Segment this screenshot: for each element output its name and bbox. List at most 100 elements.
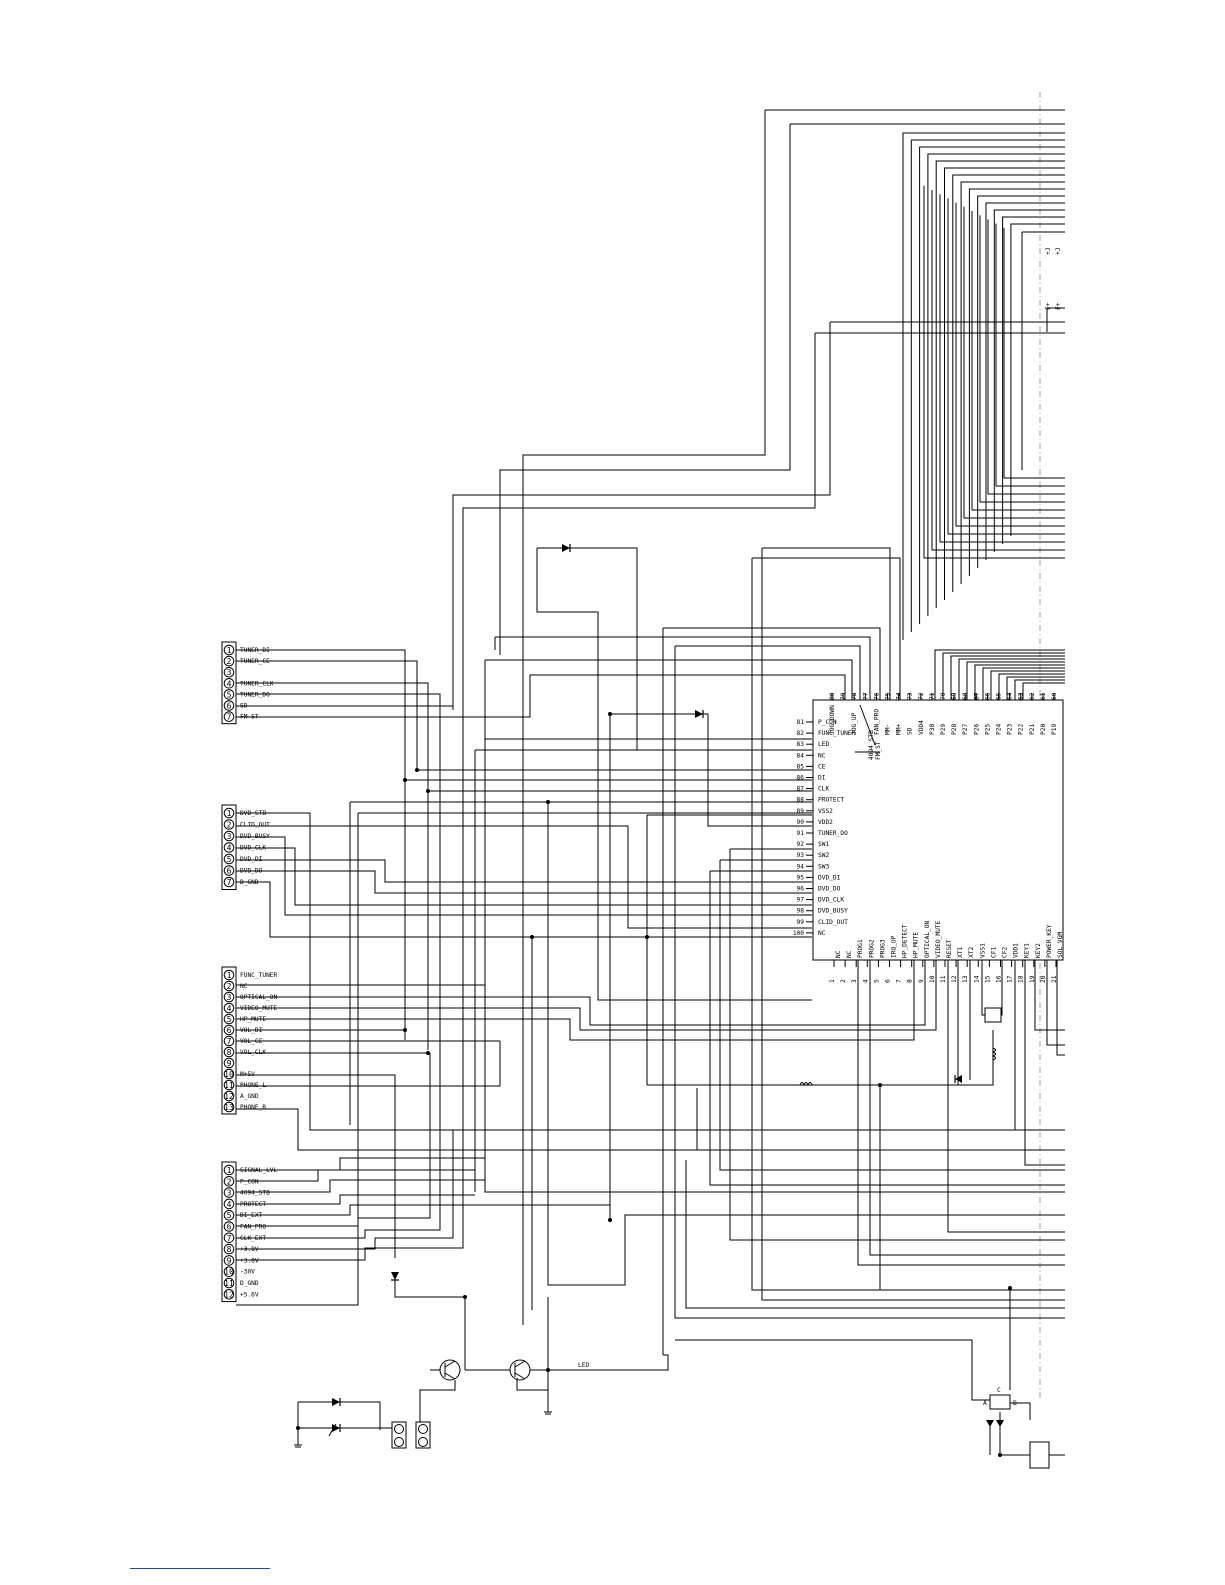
ic-pin-number: 99 — [797, 919, 805, 926]
ic-pin-number: 88 — [797, 797, 805, 804]
connector-pin-number: 4 — [227, 1200, 232, 1209]
ic-pin-number: 92 — [797, 841, 805, 848]
ic-pin-number: 70 — [940, 692, 947, 700]
connector-pin-label: D_GND — [240, 879, 259, 886]
ic-pin-label: DVD_DI — [818, 874, 841, 881]
connector-pin-label: DI_EXT — [240, 1212, 263, 1219]
connector-pin-label: HP_MUTE — [240, 1016, 266, 1023]
ic-pin-number: 60 — [1051, 692, 1058, 700]
ic-pin-label: HP_MUTE — [913, 932, 920, 958]
ic-pin-number: 74 — [896, 692, 903, 700]
ic-pin-label: P_CON — [818, 719, 837, 726]
connector-pin-number: 9 — [227, 1059, 232, 1068]
ic-pin-label: P19 — [1051, 724, 1058, 735]
ic-pin-label: HP_DETECT — [902, 924, 909, 958]
connector-pin-number: 1 — [227, 646, 232, 655]
ic-bottom-pins: 1NC2NC3PROG14PROG25PROG36IRQ_UP7HP_DETEC… — [829, 920, 1064, 983]
ic-pin-label: XT2 — [968, 947, 975, 958]
ic-pin-label: PROG3 — [879, 939, 886, 958]
connector-pin-number: 4 — [227, 844, 232, 853]
connector-pin-number: 1 — [227, 971, 232, 980]
ic-pin-number: 82 — [797, 730, 805, 737]
ic-pin-number: 61 — [1040, 692, 1047, 700]
connector-pin-number: 12 — [224, 1092, 234, 1101]
ic-pin-label: P21 — [1029, 724, 1036, 735]
ic-pin-label: JOG_DOWN — [829, 705, 836, 735]
connector-pin-number: 2 — [227, 657, 232, 666]
ic-pin-label: FUNC_TUNER — [818, 730, 856, 737]
ic-pin-label: P29 — [940, 724, 947, 735]
connector-pin-number: 6 — [227, 702, 232, 711]
connector-pin-number: 3 — [227, 832, 232, 841]
connector-pin-number: 5 — [227, 690, 232, 699]
ic-pin-number: 11 — [940, 975, 947, 983]
ic-pin-label: P26 — [973, 724, 980, 735]
ic-pin-number: 80 — [829, 692, 836, 700]
ic-pin-number: 65 — [996, 692, 1003, 700]
ic-pin-label: DVD_BUSY — [818, 908, 848, 915]
svg-text:B: B — [1013, 1400, 1017, 1407]
connector-pin-label: DVD_DO — [240, 868, 263, 875]
ic-pin-number: 94 — [797, 863, 805, 870]
ic-pin-number: 90 — [797, 819, 805, 826]
ic-pin-label: SOL_VGM — [1057, 932, 1064, 958]
ic-pin-number: 83 — [797, 741, 805, 748]
ic-pin-number: 66 — [984, 692, 991, 700]
ic-pin-number: 12 — [951, 975, 958, 983]
connector-pin-label: 4094_STB — [240, 1190, 270, 1197]
ic-pin-label: VDD2 — [818, 819, 833, 826]
diode — [391, 1272, 399, 1280]
ic-pin-label: VSS1 — [979, 943, 986, 958]
grid-label: F+ — [1055, 302, 1062, 310]
connector-pin-label: +3.8V — [240, 1257, 259, 1264]
ic-pin-label: NC — [835, 950, 842, 958]
ic-pin-number: 20 — [1040, 975, 1047, 983]
transistor — [509, 1359, 531, 1381]
ic-pin-number: 96 — [797, 886, 805, 893]
ic-pin-number: 97 — [797, 897, 805, 904]
ic-pin-number: 4 — [862, 979, 869, 983]
ic-pin-number: 72 — [918, 692, 925, 700]
diode — [562, 544, 570, 552]
connector-pin-label: CLK_EXT — [240, 1235, 266, 1242]
ic-pin-label: XT1 — [957, 947, 964, 958]
ic-pin-label: POWER_KEY — [1046, 924, 1053, 958]
connector-pin-number: 3 — [227, 668, 232, 677]
connector-pin-number: 6 — [227, 867, 232, 876]
ic-pin-number: 3 — [851, 979, 858, 983]
ic-pin-number: 62 — [1029, 692, 1036, 700]
ic-pin-label: PROG2 — [868, 939, 875, 958]
ic-pin-number: 6 — [885, 979, 892, 983]
ic-pin-label: P23 — [1007, 724, 1014, 735]
ic-pin-label: VIDEO_MUTE — [935, 920, 942, 958]
ic-pin-number: 95 — [797, 874, 805, 881]
led-diode — [332, 1398, 340, 1406]
connector-pin-number: 13 — [224, 1103, 234, 1112]
ic-pin-label: DVD_DO — [818, 886, 841, 893]
ic-pin-label: SW2 — [818, 852, 829, 859]
ic-pin-label: NC — [818, 930, 826, 937]
ic-pin-label: KEY2 — [1035, 943, 1042, 958]
ic-pin-number: 87 — [797, 786, 805, 793]
relay — [1029, 1441, 1050, 1469]
ic-pin-label: OPTICAL_ON — [924, 920, 931, 958]
grid-label: +J — [1045, 248, 1052, 255]
ic-pin-label: VDD1 — [1013, 943, 1020, 958]
connector-pin-label: M+5V — [240, 1071, 255, 1078]
ic-pin-number: 91 — [797, 830, 805, 837]
connector-pin-label: CLID_OUT — [240, 822, 270, 829]
connector-pin-label: SIGNAL_LVL — [240, 1167, 278, 1174]
ic-pin-number: 15 — [984, 975, 991, 983]
ic-pin-label: CLK — [818, 786, 829, 793]
connector-pin-label: PHONE_L — [240, 1082, 266, 1089]
ic-pin-number: 75 — [885, 692, 892, 700]
ic-pin-label: MM- — [885, 724, 892, 735]
led-diode — [332, 1424, 340, 1432]
ic-pin-label: CLID_OUT — [818, 919, 848, 926]
ic-pin-label: P30 — [929, 724, 936, 735]
connector-pin-number: 6 — [227, 1223, 232, 1232]
